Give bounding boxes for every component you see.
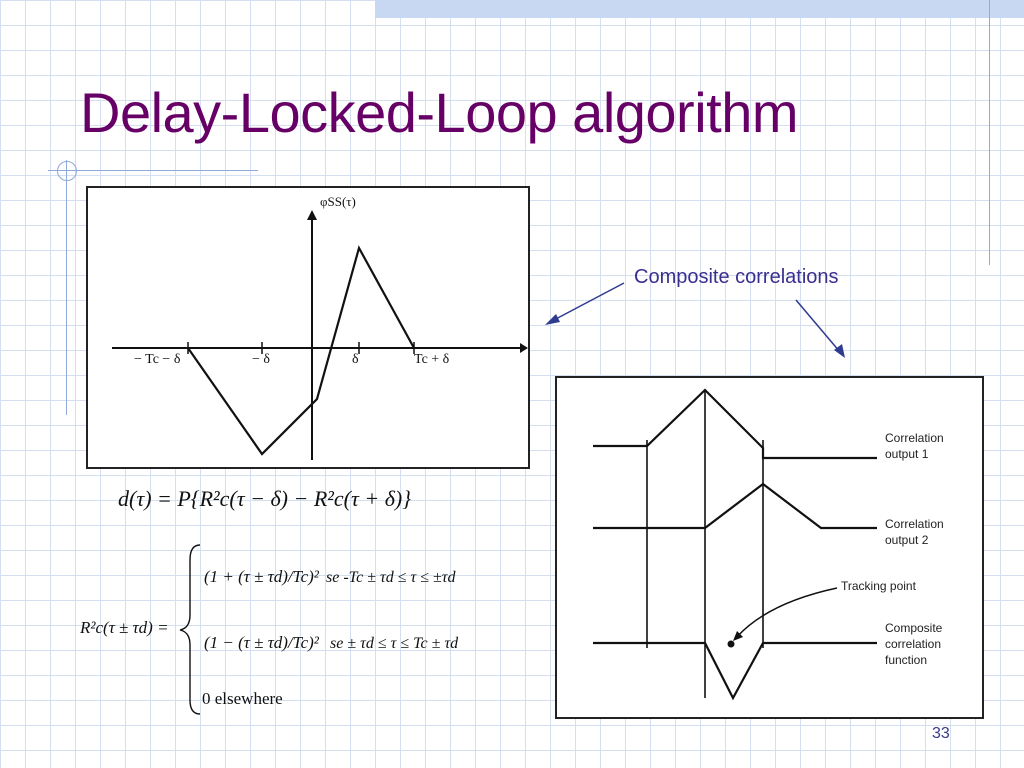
left-decoration-line (66, 160, 67, 415)
y-axis-label: φSS(τ) (320, 194, 356, 209)
piecewise-brace (179, 544, 201, 715)
composite-label-line1: Composite (885, 621, 943, 635)
y-axis-arrowhead (307, 210, 317, 220)
annotation-arrow-left-head (545, 314, 560, 325)
composite-correlations-annotation: Composite correlations (634, 266, 839, 288)
slide-title: Delay-Locked-Loop algorithm (80, 81, 799, 144)
case-3-elsewhere: 0 elsewhere (202, 689, 283, 708)
tick-label-tc-delta: Tc + δ (414, 352, 450, 367)
tick-label-neg-tc-delta: − Tc − δ (134, 352, 181, 367)
right-decoration-line (989, 0, 990, 265)
case-2-condition: se ± τd ≤ τ ≤ Tc ± τd (330, 635, 459, 652)
discriminator-plot: φSS(τ) − Tc − δ − δ δ Tc + δ (112, 194, 528, 460)
corner-circle-decoration (57, 161, 77, 181)
tracking-point-marker (727, 640, 735, 648)
tracking-point-arrowhead (733, 631, 743, 641)
discriminator-curve (187, 245, 415, 456)
tick-label-delta: δ (352, 352, 359, 367)
composite-label-line3: function (885, 653, 927, 667)
output-1-label-line2: output 1 (885, 447, 929, 461)
title-underline (48, 170, 258, 171)
output-2-label-line2: output 2 (885, 533, 929, 547)
page-number: 33 (932, 725, 950, 742)
discriminator-graph: φSS(τ) − Tc − δ − δ δ Tc + δ (86, 186, 530, 469)
composite-correlation-curve (593, 641, 877, 701)
correlation-output-1-curve (593, 388, 877, 460)
output-1-label-line1: Correlation (885, 431, 944, 445)
discriminator-equation: d(τ) = P{R²c(τ − δ) − R²c(τ + δ)} (118, 486, 411, 511)
correlation-output-2-curve (593, 482, 877, 530)
correlation-outputs-graph: Correlation output 1 Correlation output … (555, 376, 984, 719)
tracking-point-arrow (735, 587, 838, 639)
composite-label-line2: correlation (885, 637, 941, 651)
correlation-outputs-plot: Correlation output 1 Correlation output … (593, 388, 944, 701)
annotation-arrow-right-head (834, 344, 845, 358)
case-1-condition: se -Tc ± τd ≤ τ ≤ ±τd (326, 569, 456, 586)
tick-label-neg-delta: − δ (252, 352, 270, 367)
tracking-point-label: Tracking point (841, 579, 917, 593)
header-decoration-bar (375, 0, 1024, 18)
r-squared-lhs: R²c(τ ± τd) = (79, 618, 169, 637)
annotation-arrow-right (795, 299, 841, 353)
case-1-formula: (1 + (τ ± τd)/Tc)² (204, 567, 320, 586)
annotation-arrow-left (551, 282, 625, 322)
output-2-label-line1: Correlation (885, 517, 944, 531)
case-2-formula: (1 − (τ ± τd)/Tc)² (204, 633, 320, 652)
x-axis-arrowhead (520, 343, 528, 353)
